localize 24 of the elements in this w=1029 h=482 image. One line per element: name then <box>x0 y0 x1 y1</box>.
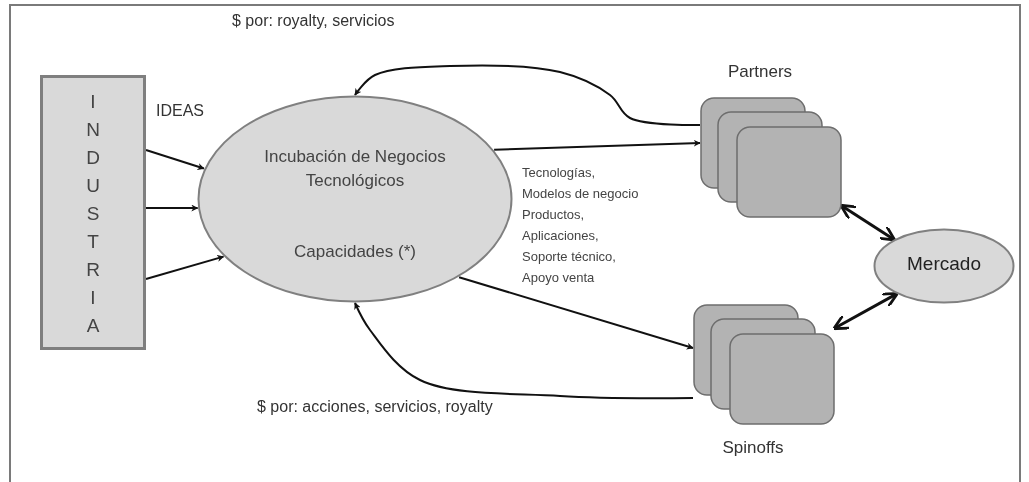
node-subtitle: Capacidades (*) <box>293 241 417 263</box>
node-title: Incubación de Negocios Tecnológicos <box>263 146 447 192</box>
edge-label: $ por: royalty, servicios <box>230 12 397 30</box>
arrow <box>354 64 701 127</box>
industry-box <box>40 75 146 350</box>
note-text: Aplicaciones, <box>522 228 599 243</box>
group-heading: Partners <box>726 62 794 82</box>
arrow <box>145 204 199 212</box>
note-text: Tecnologías, <box>522 165 595 180</box>
arrow <box>145 255 225 280</box>
node-title: Mercado <box>907 252 981 276</box>
note-text: Modelos de negocio <box>522 186 639 201</box>
arrow <box>354 302 694 400</box>
market-ellipse <box>873 228 1015 304</box>
edge-label: $ por: acciones, servicios, royalty <box>255 398 495 416</box>
arrow <box>145 149 205 170</box>
note-text: Apoyo venta <box>522 270 595 285</box>
note-text: Productos, <box>522 207 585 222</box>
arrow <box>458 276 694 350</box>
vertical-label: INDUSTRIA <box>86 90 100 338</box>
arrow <box>493 139 701 151</box>
note-text: Soporte técnico, <box>522 249 616 264</box>
arrow <box>832 292 899 331</box>
group-heading: Spinoffs <box>721 438 785 458</box>
